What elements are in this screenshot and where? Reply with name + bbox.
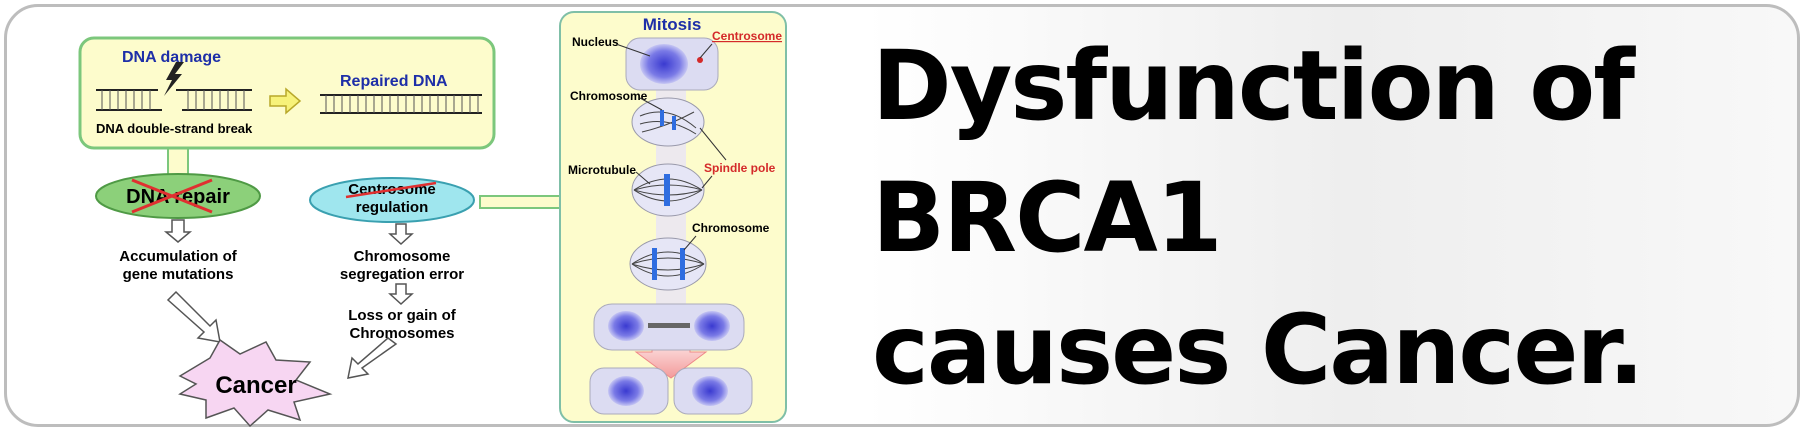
- chromosome-set-right: [680, 248, 685, 280]
- microtubule-pointer: [635, 171, 651, 185]
- nucleus: [608, 311, 644, 341]
- nucleus: [694, 311, 730, 341]
- brca1-diagram: DNA damage Repaired DNA DNA double-stran…: [78, 11, 787, 428]
- headline-line3: causes Cancer.: [872, 294, 1645, 406]
- repaired-dna-strand: [320, 94, 482, 114]
- repaired-dna-rungs: [325, 95, 479, 113]
- diagonal-arrow-icon: [347, 337, 398, 379]
- chromosome-top-label: Chromosome: [570, 89, 648, 103]
- double-strand-break-label: DNA double-strand break: [96, 121, 253, 136]
- chromosome-mark: [672, 116, 676, 130]
- down-arrow-icon: [388, 283, 414, 306]
- damage-lightning-icon: [164, 62, 184, 96]
- repair-arrow-icon: [269, 87, 302, 115]
- loss-gain-line2: Chromosomes: [349, 325, 454, 342]
- repaired-dna-label: Repaired DNA: [340, 73, 448, 90]
- broken-dna-rungs: [101, 90, 245, 110]
- centrosome-strike: [345, 181, 437, 199]
- spindle-pointer-a: [699, 127, 727, 161]
- chromosome-mark: [660, 110, 664, 126]
- chromosome-plate: [664, 174, 670, 206]
- headline-line1: Dysfunction of: [872, 30, 1635, 142]
- nucleus: [640, 44, 688, 84]
- chromosome-set-left: [652, 248, 657, 280]
- anaphase-fibers: [631, 251, 705, 277]
- chromosome-seg-line1: Chromosome: [354, 248, 451, 265]
- cancer-label: Cancer: [215, 372, 296, 399]
- broken-dna-strand: [96, 89, 252, 111]
- chromosome-bottom-pointer: [683, 235, 697, 251]
- centrosome-regulation-ellipse: [309, 177, 475, 223]
- down-arrow-icon: [388, 223, 414, 246]
- accumulation-line2: gene mutations: [123, 266, 234, 283]
- cleavage-bar: [648, 323, 690, 328]
- headline: Dysfunction of BRCA1 causes Cancer.: [872, 20, 1772, 416]
- connector-horizontal: [479, 195, 561, 209]
- dna-repair-cross-icon: [131, 178, 213, 214]
- spindle-pole-label: Spindle pole: [704, 161, 776, 175]
- diagonal-arrow-icon: [166, 290, 221, 343]
- centrosome-regulation-line2: regulation: [356, 199, 429, 216]
- cell-anaphase: [629, 237, 707, 291]
- nucleus-pointer: [615, 43, 651, 57]
- nucleus-label: Nucleus: [572, 35, 619, 49]
- nucleus: [608, 376, 644, 406]
- centrosome-label: Centrosome: [712, 29, 782, 43]
- chromosome-top-pointer: [639, 97, 663, 111]
- spindle-fibers: [639, 111, 697, 135]
- loss-gain-line1: Loss or gain of: [348, 307, 457, 324]
- accumulation-line1: Accumulation of: [119, 248, 238, 265]
- chromosome-bottom-label: Chromosome: [692, 221, 770, 235]
- dna-repair-ellipse: [95, 173, 261, 219]
- centrosome-dot: [697, 57, 703, 63]
- mitosis-title: Mitosis: [643, 15, 702, 34]
- nucleus: [692, 376, 728, 406]
- dna-damage-label: DNA damage: [122, 49, 221, 66]
- spindle-pointer-b: [701, 175, 713, 189]
- microtubule-label: Microtubule: [568, 163, 636, 177]
- headline-line2: BRCA1: [872, 162, 1223, 274]
- chromosome-seg-line2: segregation error: [340, 266, 464, 283]
- down-arrow-icon: [163, 219, 193, 243]
- cancer-burst: [178, 338, 333, 428]
- centrosome-pointer: [699, 43, 713, 59]
